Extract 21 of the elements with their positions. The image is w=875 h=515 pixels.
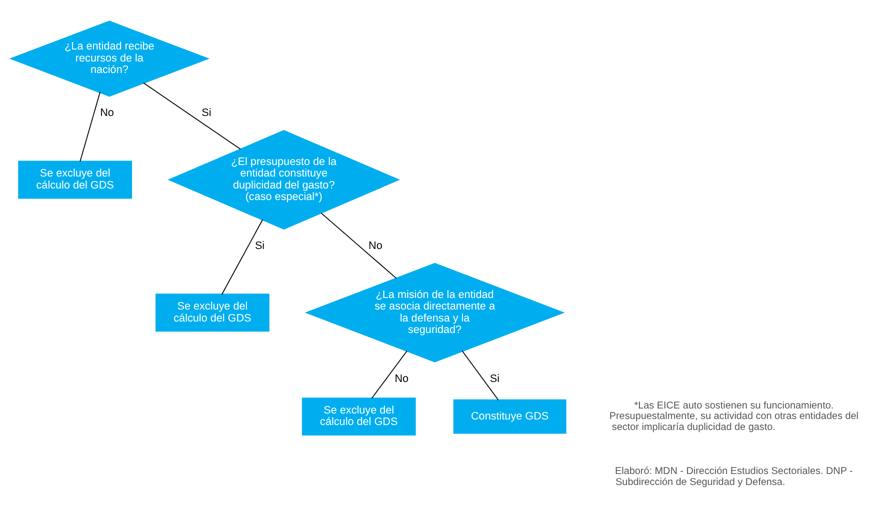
connector (143, 82, 242, 150)
label: *Las EICE auto sostienen su funcionamiento. Presupuestalmente, su actividad con otras entidades del sector implicaría duplicidad de gasto. (609, 400, 859, 433)
connector (320, 212, 397, 279)
edge-label: Si (202, 107, 212, 120)
edge-label: No (394, 372, 409, 385)
node-diamond: ¿El presupuesto de la entidad constituye duplicidad del gasto? (caso especial*) (168, 130, 400, 230)
connector (371, 350, 408, 399)
label: Elaboró: MDN - Dirección Estudios Sectoriales. DNP - Subdirección de Seguridad y Defensa. (615, 466, 853, 488)
edge-label: No (368, 240, 382, 252)
connector (221, 219, 264, 295)
edge-label: No (100, 107, 114, 120)
node-box: Se excluye del cálculo del GDS (156, 294, 270, 332)
node-box: Se excluye del cálculo del GDS (302, 398, 416, 436)
edge-label: Si (490, 372, 500, 385)
edge-label: Si (254, 240, 265, 252)
node-diamond: ¿La misión de la entidad se asocia directamente a la defensa y la seguridad? (304, 262, 565, 362)
connector (462, 350, 499, 401)
node-box: Constituye GDS (453, 399, 566, 434)
connector (80, 92, 100, 162)
node-box: Se excluye del cálculo del GDS (18, 160, 132, 199)
node-diamond: ¿La entidad recibe recursos de la nación? (9, 20, 210, 97)
